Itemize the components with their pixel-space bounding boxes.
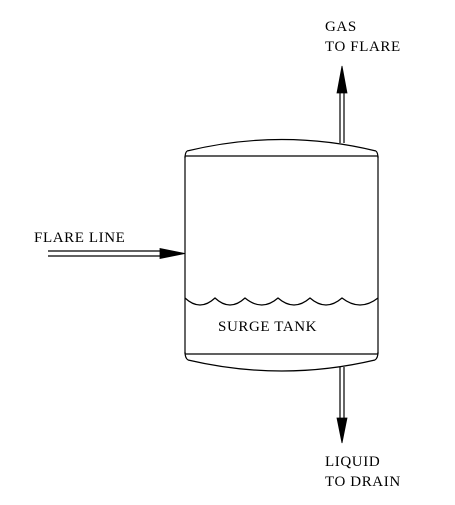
gas-outlet-label-line1: GAS bbox=[325, 19, 357, 35]
inlet-arrow-icon bbox=[159, 248, 186, 259]
liquid-outlet-arrow-icon bbox=[336, 417, 348, 444]
gas-outlet-pipe bbox=[339, 93, 345, 143]
gas-outlet-label-line2: TO FLARE bbox=[325, 39, 401, 55]
vessel-label: SURGE TANK bbox=[218, 319, 317, 335]
surge-tank-vessel bbox=[184, 138, 379, 372]
inlet-label: FLARE LINE bbox=[34, 230, 125, 246]
liquid-outlet-label-line1: LIQUID bbox=[325, 454, 380, 470]
inlet-pipe bbox=[48, 250, 160, 257]
liquid-level-line bbox=[184, 297, 379, 306]
gas-outlet-arrow-icon bbox=[336, 65, 348, 94]
liquid-outlet-pipe bbox=[339, 367, 345, 418]
liquid-outlet-label-line2: TO DRAIN bbox=[325, 474, 401, 490]
